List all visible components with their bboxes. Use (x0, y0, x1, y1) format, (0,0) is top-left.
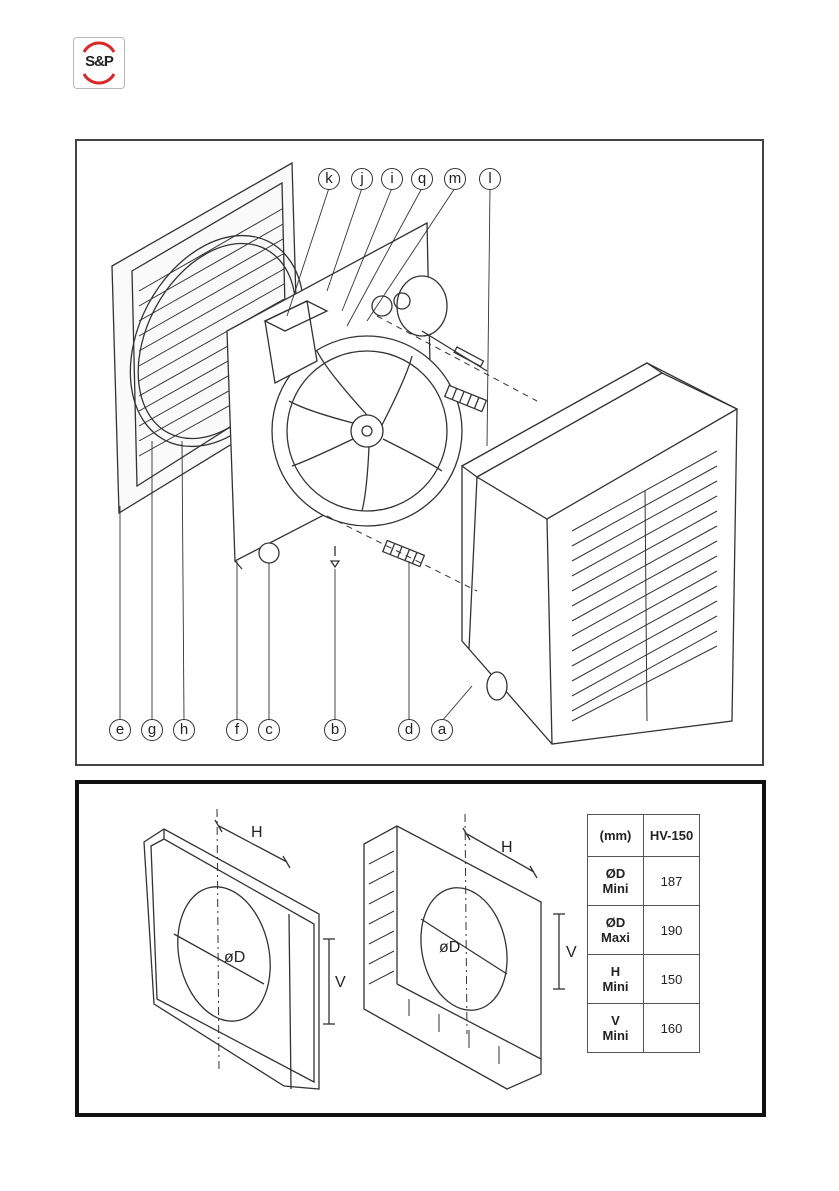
dimension-label-v-right: V (566, 944, 577, 962)
exploded-view-panel: k j i q m l e g h f c b d a (75, 139, 764, 766)
callout-e: e (109, 719, 131, 741)
dimension-label-d-left: øD (224, 949, 245, 967)
logo-text: S&P (74, 53, 124, 70)
row-label-line2: Mini (603, 881, 629, 896)
row-label-line1: ØD (606, 866, 626, 881)
row-label-line1: ØD (606, 915, 626, 930)
row-value: 150 (644, 955, 700, 1004)
row-label-line2: Mini (603, 1028, 629, 1043)
row-label-line1: V (611, 1013, 620, 1028)
callout-b: b (324, 719, 346, 741)
callout-f: f (226, 719, 248, 741)
callout-q: q (411, 168, 433, 190)
callout-i: i (381, 168, 403, 190)
dimension-label-v-left: V (335, 974, 346, 992)
row-value: 190 (644, 906, 700, 955)
row-label-line1: H (611, 964, 620, 979)
dimension-label-h-right: H (501, 839, 513, 857)
row-value: 160 (644, 1004, 700, 1053)
row-label-line2: Maxi (601, 930, 630, 945)
table-header-model: HV-150 (644, 815, 700, 857)
callout-d: d (398, 719, 420, 741)
row-value: 187 (644, 857, 700, 906)
dimension-label-d-right: øD (439, 939, 460, 957)
callout-l: l (479, 168, 501, 190)
brand-logo: S&P (73, 37, 125, 89)
row-label-line2: Mini (603, 979, 629, 994)
callout-h: h (173, 719, 195, 741)
table-header-unit: (mm) (588, 815, 644, 857)
callout-k: k (318, 168, 340, 190)
callout-m: m (444, 168, 466, 190)
callout-j: j (351, 168, 373, 190)
callout-c: c (258, 719, 280, 741)
dimension-label-h-left: H (251, 824, 263, 842)
fan-exploded-drawing (77, 141, 762, 764)
callout-a: a (431, 719, 453, 741)
callout-g: g (141, 719, 163, 741)
